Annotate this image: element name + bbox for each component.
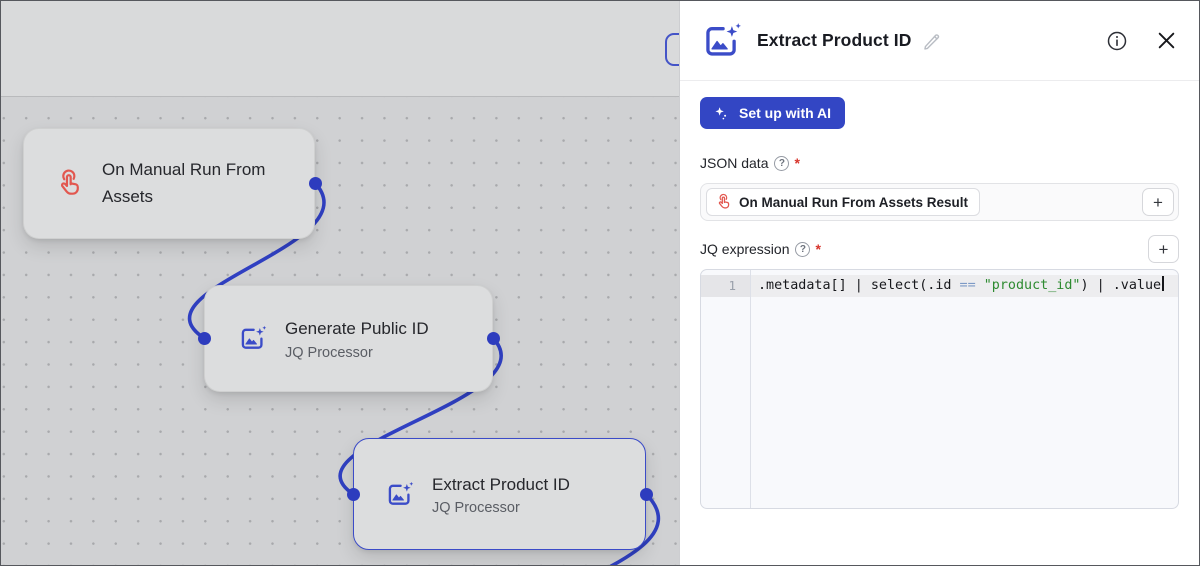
port-generate-out[interactable] bbox=[486, 331, 500, 345]
add-json-data-button[interactable]: + bbox=[1142, 188, 1174, 216]
json-data-label: JSON data bbox=[700, 155, 769, 171]
topbar-partial-button[interactable] bbox=[665, 33, 679, 66]
jq-code-editor[interactable]: 1 .metadata[] | select(.id == "product_i… bbox=[700, 269, 1179, 509]
edit-title-icon[interactable] bbox=[922, 31, 941, 50]
node-title: Generate Public ID bbox=[285, 319, 429, 339]
code-token-operator: == bbox=[959, 278, 976, 293]
image-sparkle-icon bbox=[701, 22, 742, 60]
setup-with-ai-button[interactable]: Set up with AI bbox=[700, 97, 846, 129]
editor-gutter: 1 bbox=[701, 270, 751, 508]
code-token-string: "product_id" bbox=[983, 278, 1081, 293]
node-on-manual-run-from-assets[interactable]: On Manual Run From Assets bbox=[23, 128, 315, 239]
code-token: .metadata[] | select(.id bbox=[758, 278, 960, 293]
port-extract-out[interactable] bbox=[639, 487, 653, 501]
panel-title: Extract Product ID bbox=[757, 30, 912, 50]
code-token: ) | .value bbox=[1080, 278, 1162, 293]
node-title: On Manual Run From Assets bbox=[102, 160, 266, 206]
hand-click-icon bbox=[716, 193, 731, 211]
wire-trigger-to-generate bbox=[187, 181, 326, 340]
wire-extract-out bbox=[609, 492, 660, 565]
jq-expression-label-row: JQ expression ? * + bbox=[700, 235, 1179, 263]
node-subtitle: JQ Processor bbox=[432, 500, 520, 517]
node-title: Extract Product ID bbox=[432, 474, 570, 494]
code-token bbox=[976, 278, 984, 293]
node-config-panel: Extract Product ID Set up with AI JSON d… bbox=[679, 1, 1199, 565]
info-icon[interactable] bbox=[1107, 31, 1127, 51]
json-data-label-row: JSON data ? * bbox=[700, 155, 1179, 171]
help-icon[interactable]: ? bbox=[774, 155, 790, 171]
required-asterisk: * bbox=[815, 241, 821, 257]
hand-click-icon bbox=[56, 168, 82, 200]
image-sparkle-icon bbox=[238, 325, 267, 352]
help-icon[interactable]: ? bbox=[795, 241, 811, 257]
node-generate-public-id[interactable]: Generate Public ID JQ Processor bbox=[204, 285, 493, 392]
json-data-source-chip[interactable]: On Manual Run From Assets Result bbox=[706, 188, 981, 216]
port-generate-in[interactable] bbox=[197, 331, 211, 345]
setup-with-ai-label: Set up with AI bbox=[739, 105, 832, 121]
close-icon[interactable] bbox=[1156, 30, 1177, 51]
port-extract-in[interactable] bbox=[346, 487, 360, 501]
ai-sparkle-icon bbox=[713, 105, 730, 122]
line-number: 1 bbox=[701, 275, 750, 297]
image-sparkle-icon bbox=[385, 481, 414, 508]
canvas-topbar bbox=[1, 1, 679, 97]
wire-generate-to-extract bbox=[338, 336, 503, 496]
text-cursor bbox=[1162, 276, 1164, 291]
jq-expression-label: JQ expression bbox=[700, 241, 790, 257]
add-jq-expression-button[interactable]: + bbox=[1148, 235, 1179, 263]
connector-wires bbox=[187, 181, 660, 565]
required-asterisk: * bbox=[794, 155, 800, 171]
port-trigger-out[interactable] bbox=[308, 176, 322, 190]
editor-code-area[interactable]: .metadata[] | select(.id == "product_id"… bbox=[751, 270, 1178, 508]
node-extract-product-id[interactable]: Extract Product ID JQ Processor bbox=[353, 438, 646, 550]
code-line-1: .metadata[] | select(.id == "product_id"… bbox=[751, 275, 1178, 297]
panel-header: Extract Product ID bbox=[680, 1, 1199, 81]
json-data-field: On Manual Run From Assets Result + bbox=[700, 183, 1179, 221]
chip-label: On Manual Run From Assets Result bbox=[739, 194, 969, 210]
workflow-canvas[interactable]: On Manual Run From Assets Generate Publi… bbox=[1, 1, 679, 565]
node-subtitle: JQ Processor bbox=[285, 344, 373, 361]
